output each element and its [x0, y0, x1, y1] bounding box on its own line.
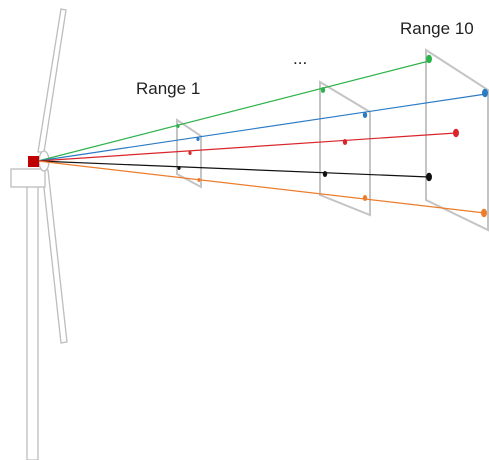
- point-blue-r1: [196, 137, 200, 141]
- range-plane-mid: [319, 80, 371, 217]
- range-1-label: Range 1: [136, 79, 201, 98]
- measurement-points: [176, 54, 488, 218]
- point-red-mid: [342, 139, 348, 145]
- beam-orange: [37, 160, 486, 214]
- point-green-r10: [426, 54, 432, 64]
- point-black-r10: [426, 172, 432, 182]
- range-10-label: Range 10: [400, 19, 474, 38]
- range-ellipsis-label: ...: [293, 49, 308, 68]
- beam-green: [37, 60, 430, 162]
- turbine-blade-lower: [41, 169, 68, 344]
- point-blue-mid: [362, 112, 368, 118]
- point-red-r1: [188, 151, 192, 155]
- range-plane-10: [425, 48, 489, 232]
- point-orange-mid: [362, 195, 368, 201]
- point-red-r10: [453, 128, 459, 138]
- turbine-blade-upper: [37, 8, 67, 153]
- turbine-nacelle: [10, 168, 46, 188]
- wind-turbine-icon: [10, 8, 68, 460]
- point-orange-r1: [197, 178, 201, 182]
- beam-red: [37, 132, 457, 162]
- point-black-mid: [322, 171, 328, 177]
- point-green-r1: [176, 124, 180, 128]
- point-blue-r10: [482, 88, 488, 98]
- point-orange-r10: [481, 208, 487, 218]
- beam-black: [37, 160, 430, 178]
- turbine-tower: [26, 177, 39, 460]
- point-green-mid: [320, 87, 326, 93]
- lidar-square-icon: [28, 156, 39, 167]
- range-plane-1: [176, 118, 202, 189]
- beam-blue: [37, 93, 487, 162]
- lidar-beams: [37, 60, 487, 214]
- range-planes: [176, 48, 489, 232]
- point-black-r1: [177, 166, 181, 170]
